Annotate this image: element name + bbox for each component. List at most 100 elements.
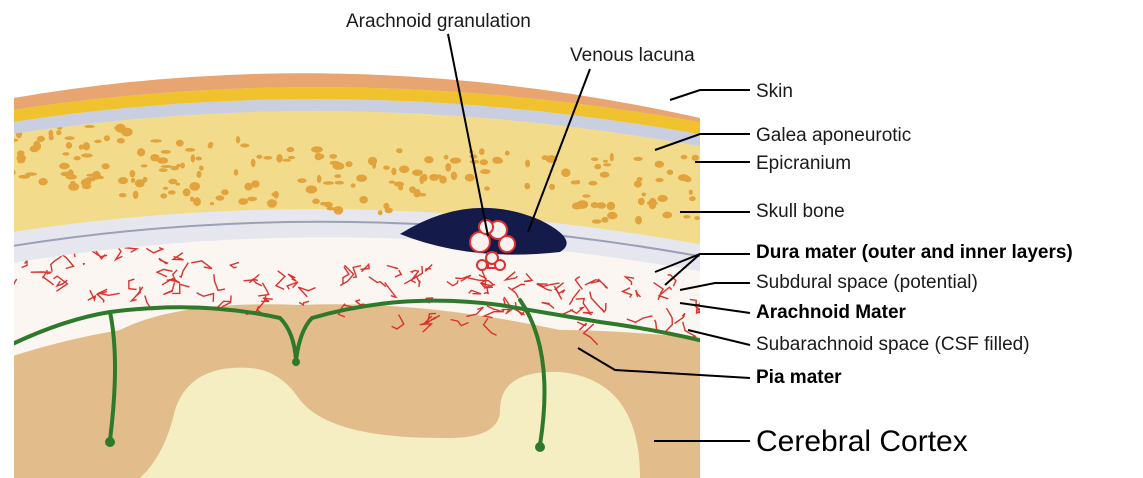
bone-pore	[9, 139, 18, 142]
label-skin: Skin	[756, 81, 793, 102]
bone-pore	[81, 179, 91, 187]
bone-pore	[236, 136, 240, 143]
bone-pore	[607, 212, 617, 220]
arachnoid-vessel	[0, 273, 8, 276]
bone-pore	[592, 219, 602, 223]
bone-pore	[577, 200, 588, 209]
bone-pore	[312, 199, 320, 205]
arachnoid-vessel	[5, 264, 12, 269]
arachnoid-vessel	[0, 249, 5, 259]
label-skull-bone: Skull bone	[756, 201, 845, 222]
bone-pore	[368, 157, 377, 166]
bone-pore	[662, 212, 672, 219]
bone-pore	[0, 150, 4, 153]
bone-pore	[391, 168, 396, 176]
bone-pore	[334, 174, 341, 178]
label-epicranium: Epicranium	[756, 153, 851, 174]
bone-pore	[135, 179, 145, 187]
arachnoid-vessel	[0, 260, 4, 268]
bone-pore	[571, 180, 580, 184]
bone-pore	[137, 148, 145, 156]
bone-pore	[189, 182, 200, 191]
bone-pore	[282, 159, 291, 162]
bone-pore	[59, 163, 70, 170]
bone-pore	[68, 183, 79, 191]
bone-pore	[681, 155, 688, 160]
bone-pore	[247, 197, 257, 202]
bone-pore	[38, 178, 47, 185]
bone-pore	[601, 217, 608, 223]
bone-pore	[635, 216, 642, 225]
bone-pore	[161, 165, 173, 168]
bone-pore	[49, 134, 54, 140]
bone-pore	[657, 195, 667, 202]
bone-pore	[394, 182, 404, 187]
bone-pore	[306, 185, 318, 193]
bone-pore	[234, 169, 239, 176]
arachnoid-vessel	[0, 256, 5, 273]
arachnoid-vessel	[715, 275, 723, 278]
bone-pore	[94, 140, 102, 144]
bone-pore	[191, 154, 196, 162]
bone-pore	[118, 177, 128, 184]
pia-end-dot	[292, 358, 300, 366]
pia-end-dot	[105, 437, 115, 447]
bone-pore	[655, 178, 663, 182]
bone-pore	[525, 160, 530, 168]
bone-pore	[0, 154, 9, 161]
bone-pore	[267, 199, 277, 208]
label-arachnoid-granulation: Arachnoid granulation	[346, 11, 531, 32]
bone-pore	[62, 152, 69, 156]
label-cerebral-cortex: Cerebral Cortex	[756, 425, 968, 458]
bone-pore	[2, 166, 10, 173]
bone-pore	[588, 181, 597, 186]
label-subdural: Subdural space (potential)	[756, 272, 978, 293]
bone-pore	[208, 144, 213, 149]
bone-pore	[444, 155, 449, 160]
bone-pore	[317, 175, 322, 183]
bone-pore	[700, 223, 706, 226]
label-venous-lacuna: Venous lacuna	[570, 45, 695, 66]
bone-pore	[161, 150, 171, 154]
bone-pore	[61, 172, 71, 176]
bone-pore	[193, 197, 201, 206]
bone-pore	[389, 181, 395, 184]
bone-pore	[238, 198, 248, 205]
bone-pore	[359, 196, 368, 204]
bone-pore	[323, 181, 334, 185]
label-galea: Galea aponeurotic	[756, 125, 911, 146]
bone-pore	[157, 157, 168, 164]
bone-pore	[700, 178, 710, 186]
label-arachnoid-mater: Arachnoid Mater	[756, 302, 907, 323]
bone-pore	[311, 146, 323, 152]
bone-pore	[271, 192, 279, 196]
bone-pore	[333, 206, 343, 215]
bone-pore	[84, 125, 94, 128]
bone-pore	[18, 175, 30, 179]
bone-pore	[297, 178, 306, 183]
bone-pore	[591, 157, 598, 161]
bone-pore	[64, 136, 74, 140]
bone-pore	[479, 148, 485, 155]
label-dura: Dura mater (outer and inner layers)	[756, 242, 1073, 263]
bone-pore	[163, 187, 168, 190]
bone-pore	[37, 136, 45, 142]
bone-pore	[81, 153, 93, 157]
arachnoid-vessel	[710, 310, 725, 324]
bone-pore	[104, 135, 110, 141]
bone-pore	[216, 195, 225, 200]
bone-pore	[180, 163, 185, 169]
bone-pore	[66, 142, 72, 149]
bone-pore	[597, 202, 606, 209]
bone-pore	[8, 169, 15, 176]
bone-pore	[678, 174, 689, 181]
bone-pore	[692, 155, 699, 161]
bone-pore	[276, 154, 282, 163]
bone-pore	[412, 170, 423, 176]
arachnoid-vessel	[714, 325, 722, 332]
bone-pore	[196, 157, 203, 161]
bone-pore	[210, 202, 214, 205]
bone-pore	[73, 156, 80, 160]
bone-pore	[56, 130, 61, 135]
